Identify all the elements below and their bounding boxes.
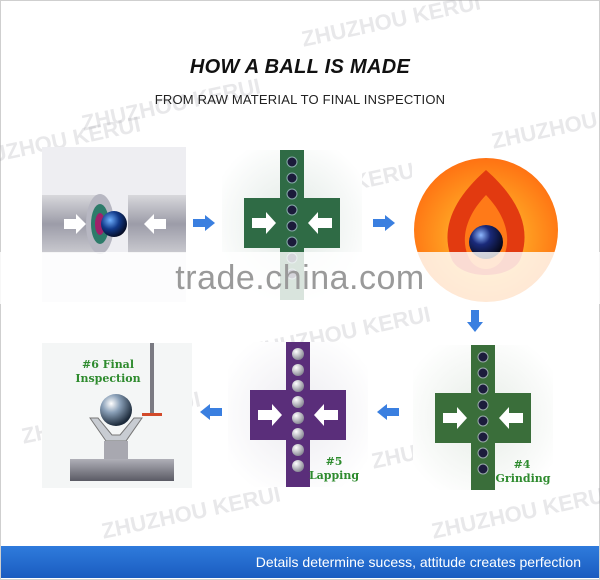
step-6-inspection-image [42,343,192,488]
step-5-lapping-image [228,342,368,487]
watermark-band [0,252,600,304]
step-4-number: #4 [513,458,531,471]
arrow-left-icon [377,404,399,420]
step-5-label: Lapping [308,469,360,482]
step-6-label: Inspection [75,372,141,385]
step-6-number: #6 Final [82,358,134,371]
page-title: HOW A BALL IS MADE [189,56,411,78]
page-subtitle: FROM RAW MATERIAL TO FINAL INSPECTION [154,92,446,107]
arrow-right-icon [373,215,395,231]
arrow-right-icon [193,215,215,231]
step-4-label: Grinding [495,472,551,485]
step-4-grinding-image [413,345,553,490]
arrow-down-icon [467,310,483,332]
footer-bar: Details determine sucess, attitude creat… [1,546,599,578]
arrow-left-icon [200,404,222,420]
step-5-number: #5 [325,455,343,468]
footer-slogan: Details determine sucess, attitude creat… [255,554,581,570]
trade-watermark: trade.china.com [175,259,425,297]
